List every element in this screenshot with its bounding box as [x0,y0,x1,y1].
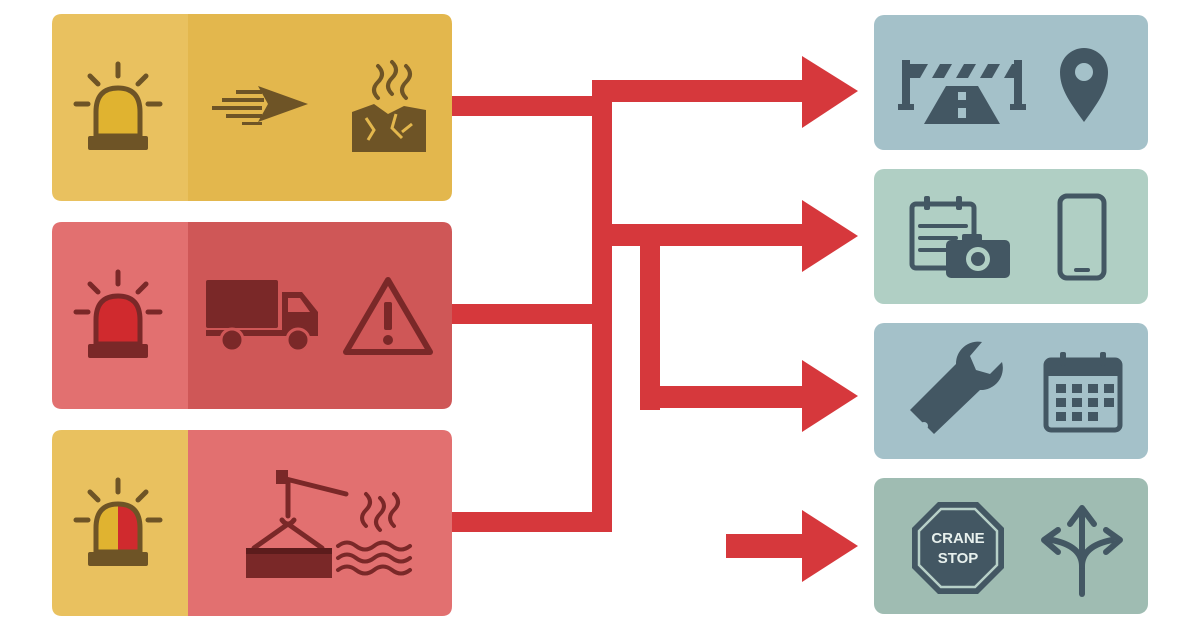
smartphone-icon [1057,193,1107,281]
clipboard-camera-icon [909,196,1010,278]
crane-lifting-load-icon [246,470,349,578]
beacon-half-red-icon [73,477,163,566]
action-panel-documentation [874,169,1148,304]
action-panel-maintenance [874,323,1148,459]
alert-row-red [52,222,452,409]
alert-row-yellow [52,14,452,201]
crane-stop-sign-icon: CRANE STOP [912,502,1004,594]
arrow-to-action-4 [726,510,858,582]
stop-sign-line2: STOP [938,550,979,567]
wrench-icon [910,341,1003,434]
arrow-to-action-1 [592,56,858,128]
map-pin-icon [1060,48,1108,122]
calendar-icon [1043,352,1123,433]
fast-arrow-icon [212,86,308,125]
beacon-red-icon [73,269,163,358]
truck-icon [206,280,318,353]
connector-lines [452,56,858,582]
branching-route-arrows-icon [1041,505,1123,597]
beacon-yellow-icon [73,61,163,150]
cracked-hot-pavement-icon [352,60,426,152]
alert-row-yellow-red [52,430,452,616]
arrow-to-action-2 [592,200,858,272]
action-panel-stop-reroute: CRANE STOP [874,478,1148,614]
action-panel-road-closure [874,15,1148,150]
road-barrier-icon [898,60,1026,124]
stop-sign-line1: CRANE [931,530,984,547]
heat-waves-icon [336,492,412,576]
arrow-to-action-3 [640,360,858,432]
warning-triangle-icon [343,277,433,355]
